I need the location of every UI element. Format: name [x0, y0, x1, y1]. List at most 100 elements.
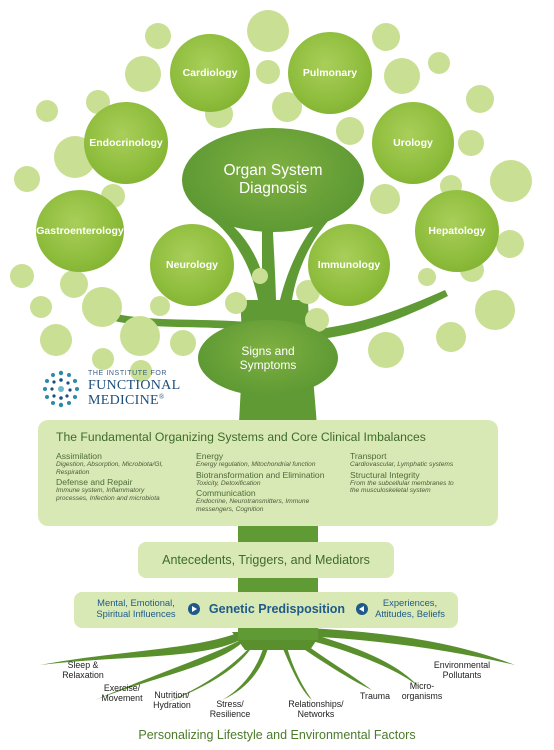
cardiology-label: Cardiology: [182, 67, 238, 79]
decor-dot: [120, 316, 160, 356]
pulmonary-label: Pulmonary: [302, 67, 358, 79]
structural-heading: Structural Integrity: [350, 469, 420, 480]
defense-desc-1: Immune system, Inflammatory: [56, 487, 145, 495]
organ-neurology: Neurology: [150, 224, 234, 306]
root-nutrition-line1: Nutrition/: [154, 690, 190, 700]
genetic-panel: Mental, Emotional, Spiritual Influences …: [74, 592, 458, 628]
root-relationships-networks: Relationships/ Networks: [276, 699, 356, 719]
genetic-predisposition-label: Genetic Predisposition: [208, 602, 346, 616]
root-exercise-line1: Exercise/: [103, 683, 141, 693]
structural-desc-1: From the subcellular membranes to: [350, 479, 454, 487]
structural-desc-2: the musculoskeletal system: [350, 487, 431, 495]
communication-desc-2: messengers, Cognition: [196, 505, 264, 513]
right-influences: Experiences, Attitudes, Beliefs: [370, 597, 450, 619]
left-influences-1: Mental, Emotional,: [97, 597, 175, 608]
root-environmental-pollutants: Environmental Pollutants: [424, 660, 500, 680]
organ-pulmonary: Pulmonary: [288, 32, 372, 114]
biotransformation-heading: Biotransformation and Elimination: [196, 469, 325, 480]
decor-dot: [36, 100, 58, 122]
right-influences-1: Experiences,: [382, 597, 438, 608]
logo-registered-mark: ®: [158, 393, 165, 401]
decor-dot: [225, 292, 247, 314]
urology-label: Urology: [393, 137, 433, 149]
decor-dot: [14, 166, 40, 192]
antecedents-label: Antecedents, Triggers, and Mediators: [162, 553, 370, 567]
root-stress-line1: Stress/: [216, 699, 244, 709]
organ-system-line2: Diagnosis: [238, 180, 308, 197]
decor-dot: [247, 10, 289, 52]
decor-dot: [372, 23, 400, 51]
organ-hepatology: Hepatology: [415, 190, 499, 272]
decor-dot: [496, 230, 524, 258]
root-stress-line2: Resilience: [209, 709, 251, 719]
root-trauma: Trauma: [350, 691, 400, 701]
ifm-logo-mark: [43, 370, 79, 408]
decor-dot: [10, 264, 34, 288]
logo-line2: FUNCTIONAL: [88, 378, 181, 393]
column-2: Energy Energy regulation, Mitochondrial …: [196, 451, 356, 513]
decor-dot: [40, 324, 72, 356]
decor-dot: [92, 348, 114, 370]
logo-line3: MEDICINE: [88, 393, 159, 408]
logo-line1: THE INSTITUTE FOR: [88, 370, 168, 377]
decor-dot: [458, 130, 484, 156]
decor-dot: [428, 52, 450, 74]
column-1: Assimilation Digestion, Absorption, Micr…: [56, 451, 196, 502]
organ-urology: Urology: [372, 102, 454, 184]
root-nutrition-line2: Hydration: [153, 700, 191, 710]
root-sleep-relaxation: Sleep & Relaxation: [48, 660, 118, 680]
decor-dot: [418, 268, 436, 286]
communication-desc-1: Endocrine, Neurotransmitters, Immune: [196, 498, 310, 506]
assimilation-heading: Assimilation: [56, 451, 102, 461]
decor-dot: [30, 296, 52, 318]
antecedents-panel: Antecedents, Triggers, and Mediators: [138, 542, 394, 578]
fundamental-title: The Fundamental Organizing Systems and C…: [56, 430, 426, 444]
signs-and-symptoms: Signs and Symptoms: [198, 320, 338, 396]
decor-dot: [150, 296, 170, 316]
column-3: Transport Cardiovascular, Lymphatic syst…: [350, 451, 490, 495]
footer-title: Personalizing Lifestyle and Environmenta…: [138, 728, 416, 742]
left-influences: Mental, Emotional, Spiritual Influences: [86, 597, 186, 619]
assimilation-desc-1: Digestion, Absorption, Microbiota/GI,: [56, 461, 164, 468]
root-microorganisms: Micro- organisms: [392, 681, 452, 701]
root-relationships-line1: Relationships/: [288, 699, 344, 709]
decor-dot: [252, 268, 268, 284]
root-exercise-movement: Exercise/ Movement: [92, 683, 152, 703]
left-arrow-icon: [356, 603, 368, 615]
organ-system-line1: Organ System: [223, 162, 323, 179]
organ-cardiology: Cardiology: [170, 34, 250, 112]
root-micro-line2: organisms: [401, 691, 443, 701]
organ-endocrinology: Endocrinology: [84, 102, 168, 184]
decor-dot: [170, 330, 196, 356]
communication-heading: Communication: [196, 488, 256, 499]
decor-dot: [130, 360, 152, 382]
right-influences-2: Attitudes, Beliefs: [375, 608, 445, 619]
decor-dot: [490, 160, 532, 202]
gastroenterology-label: Gastroenterology: [36, 225, 124, 237]
fundamental-systems-panel: The Fundamental Organizing Systems and C…: [38, 420, 498, 526]
decor-dot: [125, 56, 161, 92]
defense-desc-2: processes, Infection and microbiota: [56, 494, 160, 502]
root-trauma-line1: Trauma: [360, 691, 390, 701]
root-exercise-line2: Movement: [101, 693, 143, 703]
energy-desc: Energy regulation, Mitochondrial functio…: [196, 461, 316, 468]
decor-dot: [82, 287, 122, 327]
decor-dot: [466, 85, 494, 113]
decor-dot: [370, 184, 400, 214]
decor-dot: [336, 117, 364, 145]
transport-desc: Cardiovascular, Lymphatic systems: [350, 461, 454, 468]
decor-dot: [145, 23, 171, 49]
decor-dot: [256, 60, 280, 84]
left-influences-2: Spiritual Influences: [96, 608, 176, 619]
signs-line1: Signs and: [241, 344, 295, 358]
decor-dot: [384, 58, 420, 94]
root-env-line2: Pollutants: [442, 670, 482, 680]
root-micro-line1: Micro-: [409, 681, 435, 691]
biotransformation-desc: Toxicity, Detoxification: [196, 479, 261, 487]
decor-dot: [436, 322, 466, 352]
decor-dot: [368, 332, 404, 368]
organ-gastroenterology: Gastroenterology: [36, 190, 124, 272]
organ-immunology: Immunology: [308, 224, 390, 306]
root-relationships-line2: Networks: [297, 709, 335, 719]
root-sleep-line1: Sleep &: [67, 660, 99, 670]
